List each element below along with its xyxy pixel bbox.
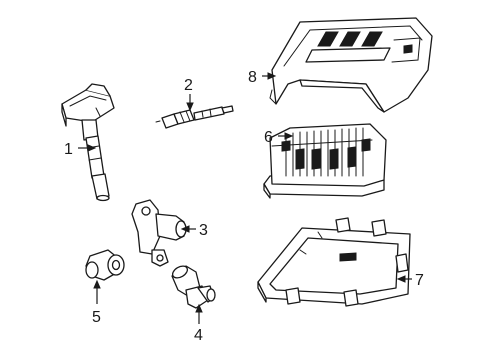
callout-6: 6 bbox=[264, 129, 273, 146]
callout-2: 2 bbox=[184, 77, 193, 94]
arrowhead-1 bbox=[87, 144, 97, 152]
ignition-coil-icon bbox=[61, 83, 115, 202]
callout-3: 3 bbox=[199, 222, 208, 239]
callout-5: 5 bbox=[92, 309, 101, 326]
engine-control-module-icon bbox=[263, 123, 387, 199]
spark-plug-icon bbox=[155, 105, 234, 129]
module-bracket-icon bbox=[257, 217, 411, 307]
arrowhead-6 bbox=[284, 132, 294, 140]
knock-sensor-icon bbox=[85, 249, 125, 281]
callout-4: 4 bbox=[194, 327, 203, 344]
arrowhead-4 bbox=[195, 303, 203, 313]
arrowhead-3 bbox=[180, 225, 190, 233]
callout-1: 1 bbox=[64, 141, 73, 158]
camshaft-position-sensor-icon bbox=[131, 199, 187, 267]
crankshaft-position-sensor-icon bbox=[171, 265, 216, 309]
module-cover-icon bbox=[269, 17, 433, 113]
arrowhead-7 bbox=[396, 275, 406, 283]
callout-7: 7 bbox=[415, 272, 424, 289]
arrowhead-2 bbox=[186, 102, 194, 112]
arrowhead-8 bbox=[267, 72, 277, 80]
arrowhead-5 bbox=[93, 279, 101, 289]
callout-8: 8 bbox=[248, 69, 257, 86]
